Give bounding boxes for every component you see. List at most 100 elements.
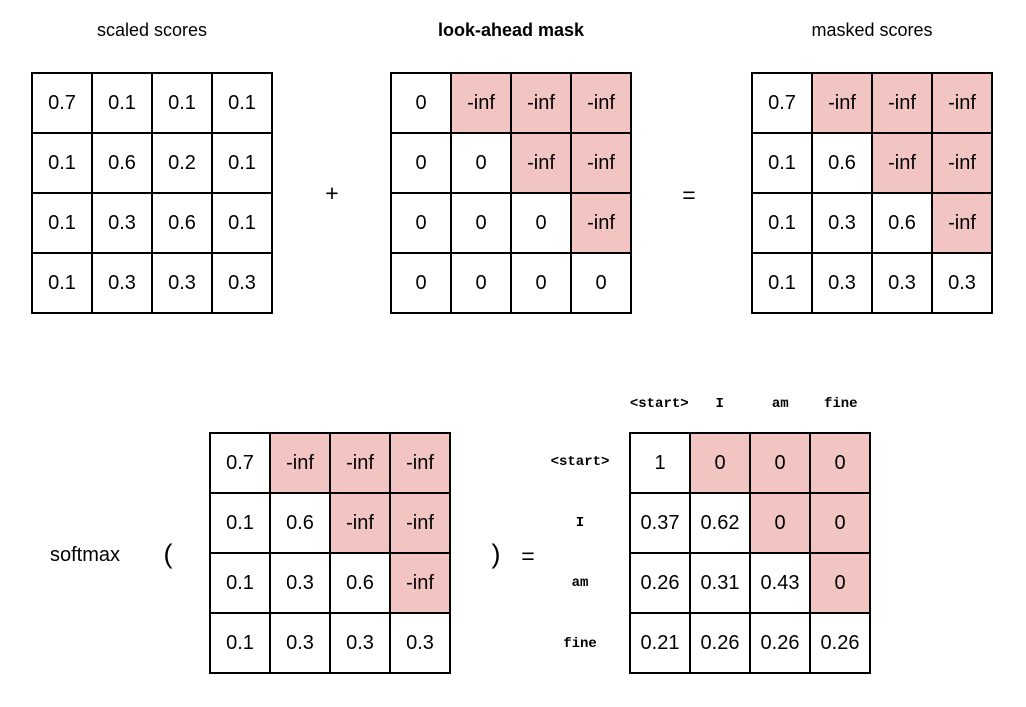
col-label: <start> — [629, 396, 689, 412]
matrix-cell: -inf — [871, 132, 933, 194]
matrix-cell: 0 — [450, 252, 512, 314]
matrix-cell: 0 — [749, 492, 811, 554]
matrix-cell: 0.1 — [209, 492, 271, 554]
equals-operator-bottom: = — [521, 543, 535, 569]
matrix-cell: 0.3 — [931, 252, 993, 314]
matrix-cell: 0.2 — [151, 132, 213, 194]
matrix-cell: -inf — [871, 72, 933, 134]
matrix-cell: 0 — [809, 432, 871, 494]
matrix-cell: 0.6 — [329, 552, 391, 614]
row-label: am — [571, 575, 589, 592]
matrix-cell: 0.3 — [811, 252, 873, 314]
matrix-cell: 0.21 — [629, 612, 691, 674]
matrix-cell: 0.43 — [749, 552, 811, 614]
matrix-cell: 0.31 — [689, 552, 751, 614]
matrix-cell: 0 — [390, 72, 452, 134]
col-label: I — [715, 396, 724, 412]
matrix-cell: -inf — [570, 132, 632, 194]
matrix-cell: 0.26 — [749, 612, 811, 674]
matrix-cell: -inf — [570, 192, 632, 254]
matrix-row: 0-inf-inf-inf — [390, 72, 632, 134]
masked-scores-title: masked scores — [811, 20, 933, 40]
matrix-cell: 0.6 — [91, 132, 153, 194]
matrix-cell: 0.1 — [211, 72, 273, 134]
matrix-cell: -inf — [389, 552, 451, 614]
matrix-cell: 0.1 — [209, 552, 271, 614]
matrix-cell: 0.26 — [809, 612, 871, 674]
matrix-cell: 0.6 — [151, 192, 213, 254]
matrix-cell: 0.6 — [811, 132, 873, 194]
matrix-cell: -inf — [931, 132, 993, 194]
matrix-cell: 0 — [809, 492, 871, 554]
matrix-cell: 0.6 — [871, 192, 933, 254]
matrix-cell: 0.1 — [751, 252, 813, 314]
matrix-cell: -inf — [570, 72, 632, 134]
matrix-cell: 0.3 — [269, 552, 331, 614]
matrix-cell: 0.3 — [811, 192, 873, 254]
matrix-cell: 1 — [629, 432, 691, 494]
matrix-cell: 0.3 — [269, 612, 331, 674]
close-paren: ) — [491, 539, 501, 569]
equals-operator-top: = — [682, 182, 696, 208]
matrix-cell: 0.62 — [689, 492, 751, 554]
matrix-cell: 0 — [390, 132, 452, 194]
matrix-cell: -inf — [931, 192, 993, 254]
matrix-cell: -inf — [510, 72, 572, 134]
matrix-cell: 0 — [510, 252, 572, 314]
matrix-cell: 0.7 — [209, 432, 271, 494]
matrix-cell: 0.1 — [211, 192, 273, 254]
matrix-cell: 0.1 — [91, 72, 153, 134]
matrix-cell: 0 — [749, 432, 811, 494]
row-label: fine — [563, 635, 597, 652]
open-paren: ( — [163, 539, 173, 569]
matrix-cell: 0 — [450, 192, 512, 254]
matrix-cell: 0.1 — [151, 72, 213, 134]
matrix-cell: 0.3 — [91, 192, 153, 254]
matrix-cell: -inf — [811, 72, 873, 134]
matrix-cell: 0.1 — [31, 252, 93, 314]
plus-operator: + — [325, 180, 339, 206]
matrix-cell: 0.26 — [689, 612, 751, 674]
matrix-cell: 0 — [390, 192, 452, 254]
matrix-cell: 0 — [510, 192, 572, 254]
row-label: I — [575, 514, 585, 531]
matrix-row: 0.7-inf-inf-inf — [751, 72, 993, 134]
matrix-cell: -inf — [931, 72, 993, 134]
matrix-cell: 0.3 — [329, 612, 391, 674]
matrix-cell: 0.1 — [209, 612, 271, 674]
matrix-cell: 0.1 — [31, 192, 93, 254]
matrix-cell: -inf — [450, 72, 512, 134]
matrix-cell: 0.3 — [151, 252, 213, 314]
matrix-cell: 0.1 — [31, 132, 93, 194]
matrix-cell: -inf — [510, 132, 572, 194]
matrix-cell: 0.1 — [751, 132, 813, 194]
col-label: am — [771, 396, 789, 412]
matrix-cell: 0.1 — [751, 192, 813, 254]
matrix-cell: 0.7 — [31, 72, 93, 134]
matrix-cell: -inf — [269, 432, 331, 494]
matrix-cell: 0.3 — [211, 252, 273, 314]
matrix-cell: -inf — [389, 432, 451, 494]
matrix-cell: 0 — [809, 552, 871, 614]
